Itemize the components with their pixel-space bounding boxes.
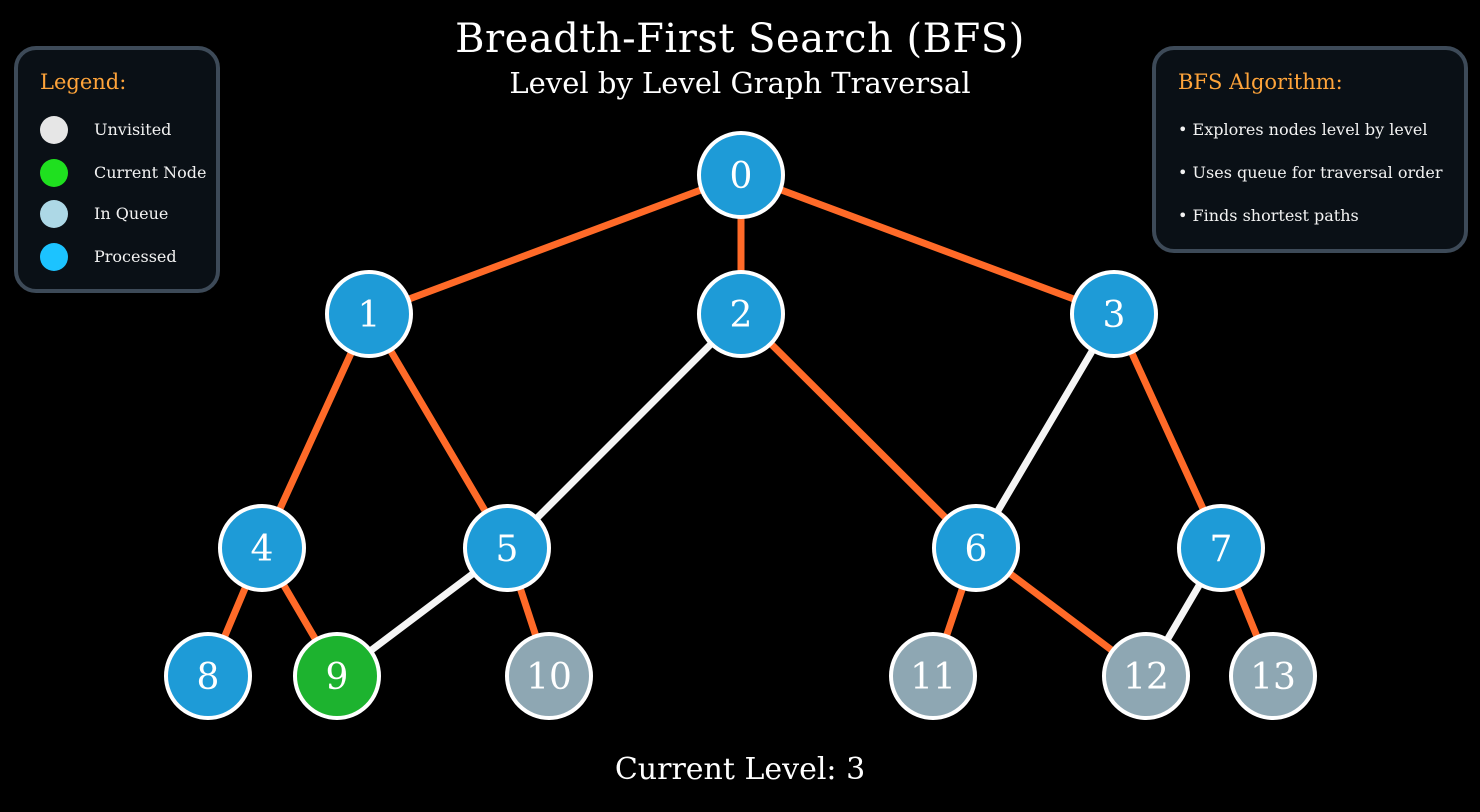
node-label: 13 [1250,657,1296,698]
algorithm-info-line: • Finds shortest paths [1178,206,1359,225]
node-0: 0 [697,131,785,219]
algorithm-info-line: • Uses queue for traversal order [1178,163,1443,182]
node-label: 0 [730,156,753,197]
node-circle [218,504,306,592]
algorithm-info-heading: BFS Algorithm: [1178,70,1343,94]
node-label: 4 [251,529,274,570]
node-1: 1 [325,270,413,358]
edge-0-3 [737,171,1118,318]
algorithm-info-line: • Explores nodes level by level [1178,120,1428,139]
node-circle [889,632,977,720]
node-label: 11 [910,657,956,698]
legend-swatch-current-node [40,159,68,187]
edge-2-5 [503,310,745,552]
edge-0-1 [365,171,745,318]
node-label: 7 [1210,529,1233,570]
legend-swatch-in-queue [40,200,68,228]
legend-swatch-processed [40,243,68,271]
diagram-subtitle: Level by Level Graph Traversal [509,66,971,100]
current-level-status: Current Level: 3 [614,752,866,787]
node-13: 13 [1229,632,1317,720]
legend-heading: Legend: [40,70,127,94]
node-circle [697,270,785,358]
node-circle [164,632,252,720]
node-label: 9 [326,657,349,698]
node-circle [1229,632,1317,720]
algorithm-info-panel: BFS Algorithm: • Explores nodes level by… [1152,46,1468,253]
node-12: 12 [1102,632,1190,720]
node-2: 2 [697,270,785,358]
legend-label-unvisited: Unvisited [94,120,172,139]
node-label: 12 [1123,657,1169,698]
legend-label-current-node: Current Node [94,163,207,182]
node-6: 6 [932,504,1020,592]
node-7: 7 [1177,504,1265,592]
legend-label-processed: Processed [94,247,177,266]
node-circle [1102,632,1190,720]
legend-panel: Legend: Unvisited Current Node In Queue … [14,46,220,293]
node-9: 9 [293,632,381,720]
node-circle [1070,270,1158,358]
edge-1-5 [365,310,511,552]
node-circle [463,504,551,592]
node-circle [293,632,381,720]
node-4: 4 [218,504,306,592]
node-label: 6 [965,529,988,570]
node-5: 5 [463,504,551,592]
node-3: 3 [1070,270,1158,358]
node-label: 5 [496,529,519,570]
node-11: 11 [889,632,977,720]
edge-2-6 [737,310,980,552]
node-label: 10 [526,657,572,698]
node-label: 8 [197,657,220,698]
legend-swatch-unvisited [40,116,68,144]
node-8: 8 [164,632,252,720]
edge-3-6 [972,310,1118,552]
node-circle [1177,504,1265,592]
edges-layer [204,171,1277,680]
node-circle [697,131,785,219]
node-circle [505,632,593,720]
node-10: 10 [505,632,593,720]
legend-label-in-queue: In Queue [94,204,169,223]
node-circle [932,504,1020,592]
node-circle [325,270,413,358]
diagram-title: Breadth-First Search (BFS) [455,16,1025,62]
node-label: 2 [730,295,753,336]
node-label: 3 [1103,295,1126,336]
node-label: 1 [358,295,381,336]
